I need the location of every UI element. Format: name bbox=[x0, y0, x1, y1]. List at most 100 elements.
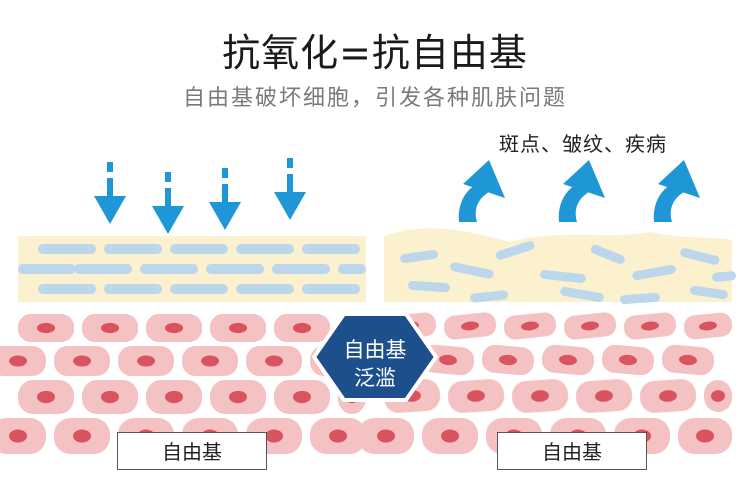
cell-nucleus bbox=[679, 354, 697, 366]
cell-nucleus bbox=[699, 321, 717, 331]
scattered-brick bbox=[560, 286, 604, 303]
skin-cell bbox=[82, 314, 138, 342]
badge-line2: 泛滥 bbox=[354, 366, 396, 390]
barrier-brick bbox=[38, 284, 96, 294]
cell-nucleus bbox=[293, 322, 311, 334]
cell-nucleus bbox=[293, 390, 311, 404]
skin-cell bbox=[703, 380, 733, 412]
arrow-dash bbox=[165, 172, 171, 182]
skin-cell bbox=[503, 312, 557, 340]
incoming-free-radical-arrows bbox=[94, 158, 306, 234]
cell-nucleus bbox=[201, 355, 219, 367]
arrow-head bbox=[274, 192, 306, 220]
left-barrier-layer bbox=[18, 236, 366, 302]
cell-nucleus bbox=[659, 390, 677, 402]
arrow-head bbox=[463, 160, 505, 198]
cell-nucleus bbox=[137, 355, 155, 367]
barrier-brick bbox=[206, 264, 264, 274]
barrier-brick bbox=[104, 284, 162, 294]
scattered-brick bbox=[590, 244, 625, 265]
left-barrier-bricks bbox=[18, 244, 366, 294]
skin-cell bbox=[274, 314, 330, 342]
skin-cell bbox=[146, 314, 202, 342]
skin-cell bbox=[541, 344, 595, 376]
skin-effects-label: 斑点、皱纹、疾病 bbox=[499, 132, 667, 156]
right-barrier-scattered-bricks bbox=[400, 241, 737, 305]
skin-cell bbox=[118, 346, 174, 376]
arrow-head bbox=[209, 202, 241, 230]
scattered-brick bbox=[690, 285, 728, 300]
skin-cell bbox=[623, 312, 677, 340]
skin-cell bbox=[481, 344, 535, 376]
skin-cell bbox=[422, 418, 478, 454]
scattered-brick bbox=[680, 248, 720, 265]
right-barrier-layer bbox=[384, 228, 737, 305]
down-arrow bbox=[274, 158, 306, 220]
arrow-body bbox=[558, 184, 589, 222]
skin-cell bbox=[575, 379, 633, 413]
scattered-brick bbox=[632, 264, 676, 281]
page-subtitle: 自由基破坏细胞，引发各种肌肤问题 bbox=[182, 86, 567, 111]
skin-cell bbox=[601, 344, 655, 376]
cell-nucleus bbox=[559, 354, 577, 366]
skin-cell bbox=[82, 380, 138, 414]
barrier-brick bbox=[338, 264, 366, 274]
up-arrow bbox=[558, 160, 605, 222]
cell-nucleus bbox=[229, 390, 247, 404]
cell-nucleus bbox=[439, 354, 457, 366]
cell-nucleus bbox=[229, 322, 247, 334]
cell-nucleus bbox=[461, 321, 479, 331]
skin-cell bbox=[678, 418, 732, 454]
skin-cell bbox=[443, 312, 497, 340]
arrow-dash bbox=[222, 198, 228, 204]
cell-nucleus bbox=[9, 429, 27, 443]
skin-cell bbox=[54, 346, 110, 376]
scattered-brick bbox=[620, 292, 660, 305]
arrow-dash bbox=[107, 178, 113, 192]
cell-nucleus bbox=[377, 429, 395, 443]
arrow-dash bbox=[287, 174, 293, 188]
cell-nucleus bbox=[101, 390, 119, 404]
cell-nucleus bbox=[73, 429, 91, 443]
scattered-brick bbox=[470, 290, 508, 303]
arrow-dash bbox=[287, 158, 293, 168]
arrow-dash bbox=[165, 202, 171, 208]
up-arrow bbox=[653, 160, 700, 222]
arrow-dash bbox=[107, 162, 113, 172]
cell-nucleus bbox=[531, 390, 549, 402]
cell-nucleus bbox=[165, 322, 183, 334]
skin-cell bbox=[210, 380, 266, 414]
barrier-brick bbox=[104, 244, 162, 254]
cell-nucleus bbox=[265, 429, 283, 443]
barrier-brick bbox=[140, 264, 198, 274]
scattered-brick bbox=[400, 249, 438, 264]
cell-nucleus bbox=[467, 390, 485, 402]
arrow-dash bbox=[165, 188, 171, 202]
arrow-dash bbox=[222, 168, 228, 178]
cell-nucleus bbox=[101, 322, 119, 334]
skin-cell bbox=[310, 418, 366, 454]
arrow-dash bbox=[222, 184, 228, 198]
arrow-head bbox=[563, 160, 605, 198]
arrow-dash bbox=[287, 188, 293, 194]
scattered-brick bbox=[712, 271, 737, 282]
cell-nucleus bbox=[441, 429, 459, 443]
cell-nucleus bbox=[73, 355, 91, 367]
skin-cell bbox=[182, 346, 238, 376]
cell-nucleus bbox=[595, 390, 613, 402]
skin-cell bbox=[18, 380, 74, 414]
skin-cell bbox=[447, 379, 505, 413]
outgoing-damage-arrows bbox=[458, 160, 700, 222]
badge-line1: 自由基 bbox=[343, 338, 407, 362]
up-arrow bbox=[458, 160, 505, 222]
skin-cell bbox=[511, 379, 569, 413]
skin-cell bbox=[210, 314, 266, 342]
left-free-radical-label: 自由基 bbox=[117, 432, 267, 470]
cell-nucleus bbox=[37, 390, 55, 404]
barrier-brick bbox=[170, 284, 228, 294]
skin-cell bbox=[18, 314, 74, 342]
cell-nucleus bbox=[37, 322, 55, 334]
skin-cell bbox=[661, 344, 715, 376]
barrier-brick bbox=[236, 284, 294, 294]
barrier-brick bbox=[302, 284, 360, 294]
